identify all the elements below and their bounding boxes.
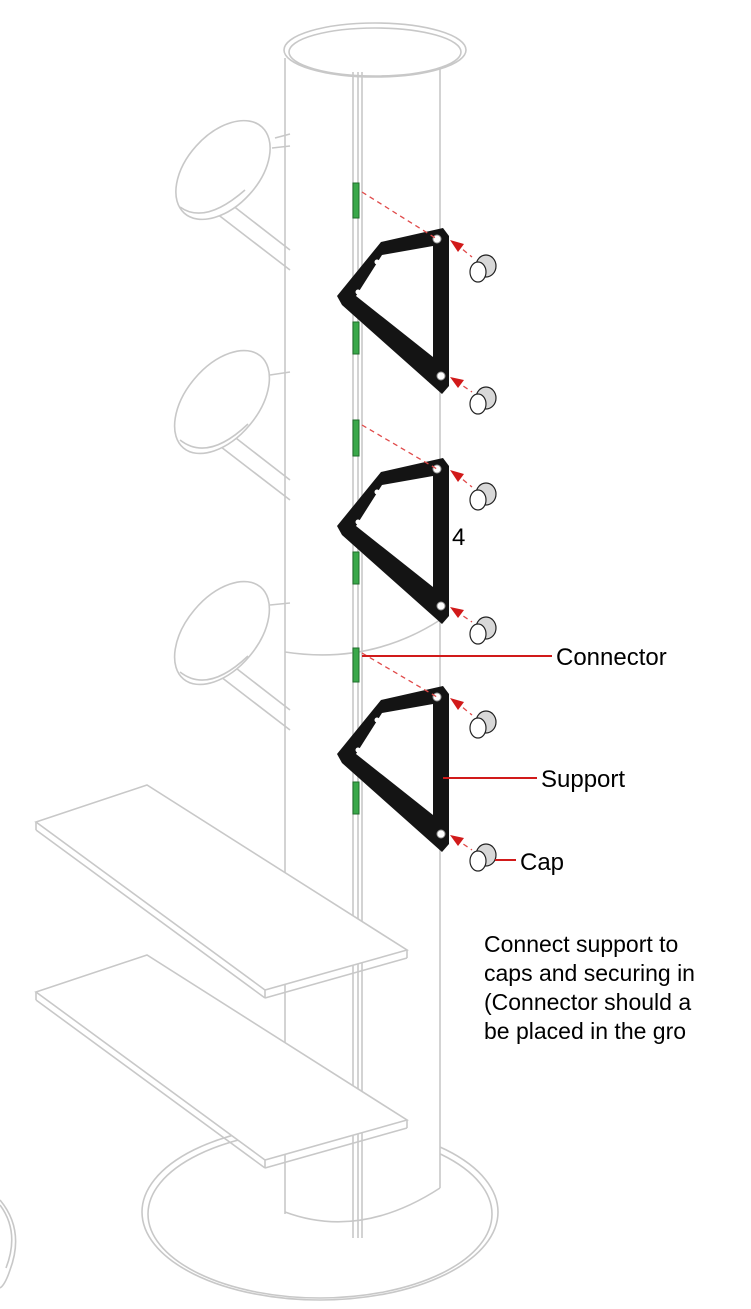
seat-2 <box>173 349 271 455</box>
guide-arrows <box>450 240 464 846</box>
cap-5 <box>469 710 497 739</box>
leader-lines <box>362 655 552 861</box>
connector <box>352 419 360 457</box>
instruction-line: Connect support to <box>484 931 679 957</box>
partial-seat <box>0 1199 17 1289</box>
support-2 <box>337 458 449 624</box>
caps <box>469 254 497 872</box>
furniture-outline <box>0 22 499 1301</box>
seat-3 <box>173 580 271 686</box>
connectors <box>352 182 360 815</box>
cap-3 <box>469 482 497 511</box>
arrow-icon <box>450 607 464 618</box>
cap-2 <box>469 386 497 415</box>
instruction-line: caps and securing in <box>484 960 695 986</box>
cap-4 <box>469 616 497 645</box>
connector <box>352 551 360 585</box>
support-1 <box>337 228 449 394</box>
arrow-icon <box>450 377 464 388</box>
arrow-icon <box>450 470 464 482</box>
connector <box>352 781 360 815</box>
connector <box>352 647 360 683</box>
cap-6 <box>469 843 497 872</box>
instruction-line: (Connector should a <box>484 989 692 1015</box>
support-3 <box>337 686 449 852</box>
step-number: 4 <box>452 524 465 551</box>
post-top <box>283 22 467 78</box>
cap-1 <box>469 254 497 283</box>
arrow-icon <box>450 240 464 252</box>
arrow-icon <box>450 835 464 846</box>
connector-label: Connector <box>556 644 667 671</box>
support-label: Support <box>541 766 625 793</box>
connector <box>352 321 360 355</box>
arrow-icon <box>450 698 464 710</box>
instruction-line: be placed in the gro <box>484 1018 687 1044</box>
seat-1 <box>175 119 271 221</box>
cap-label: Cap <box>520 849 564 876</box>
instruction-text: Connect support to caps and securing in … <box>484 930 751 1046</box>
supports <box>337 228 449 852</box>
connector <box>352 182 360 219</box>
